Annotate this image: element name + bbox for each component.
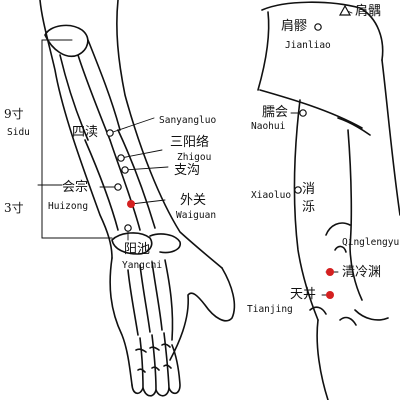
point-marker-sidu (106, 129, 114, 137)
label-zhigou-pinyin: Zhigou (177, 152, 212, 163)
measurement-brackets (37, 39, 113, 239)
point-marker-xiaoluo (294, 186, 302, 194)
label-waiguan-cn: 外关 (180, 193, 207, 208)
label-tianjing-pinyin: Tianjing (247, 304, 293, 315)
point-marker-tianjing (326, 291, 334, 299)
hand-outline (109, 257, 236, 397)
left-leader-lines (99, 117, 169, 241)
label-tianjing-cn: 天井 (290, 287, 317, 302)
point-marker-zhigou (121, 166, 129, 174)
acupoint-markers (106, 4, 352, 299)
label-jianliao-pinyin: Jianliao (285, 40, 331, 51)
label-yangchi-pinyin: Yangchi (122, 260, 163, 271)
point-marker-yangchi (124, 224, 132, 232)
measure-label-upper: 9寸 (4, 107, 24, 121)
point-marker-jianliao (314, 23, 322, 31)
point-marker-huizong (114, 183, 122, 191)
right-leader-lines (290, 9, 353, 296)
point-marker-sanyangluo (117, 154, 125, 162)
label-sanyangluo-cn: 三阳络 (170, 135, 210, 150)
point-marker-waiguan (127, 200, 135, 208)
label-jianliao-cn: 肩髎 (281, 19, 308, 34)
label-qinglengyuan-pinyin: Qinglengyu (342, 237, 400, 248)
label-yangchi-cn: 阳池 (124, 242, 151, 257)
measure-label-lower: 3寸 (4, 201, 24, 215)
label-sanyangluo-pinyin: Sanyangluo (159, 115, 217, 126)
label-zhigou-cn: 支沟 (174, 163, 201, 178)
upper-arm-outline (257, 1, 400, 400)
label-naohui-pinyin: Naohui (251, 121, 286, 132)
label-xiaoluo-pinyin: Xiaoluo (251, 190, 292, 201)
label-huizong-cn: 会宗 (62, 180, 89, 195)
label-sidu-pinyin: Sidu (7, 127, 30, 138)
label-jianyu-cn: 肩髃 (355, 4, 382, 19)
point-marker-naohui (299, 109, 307, 117)
forearm-outline (39, 0, 223, 269)
label-huizong-pinyin: Huizong (48, 201, 89, 212)
label-sidu-cn: 四渎 (72, 125, 99, 140)
point-marker-jianyu (338, 4, 352, 16)
label-xiaoluo-cn: 消泺 (302, 182, 316, 216)
label-qinglengyuan-cn: 清冷渊 (342, 265, 382, 280)
label-waiguan-pinyin: Waiguan (176, 210, 217, 221)
point-marker-qinglengyuan (326, 268, 334, 276)
label-naohui-cn: 臑会 (262, 105, 289, 120)
